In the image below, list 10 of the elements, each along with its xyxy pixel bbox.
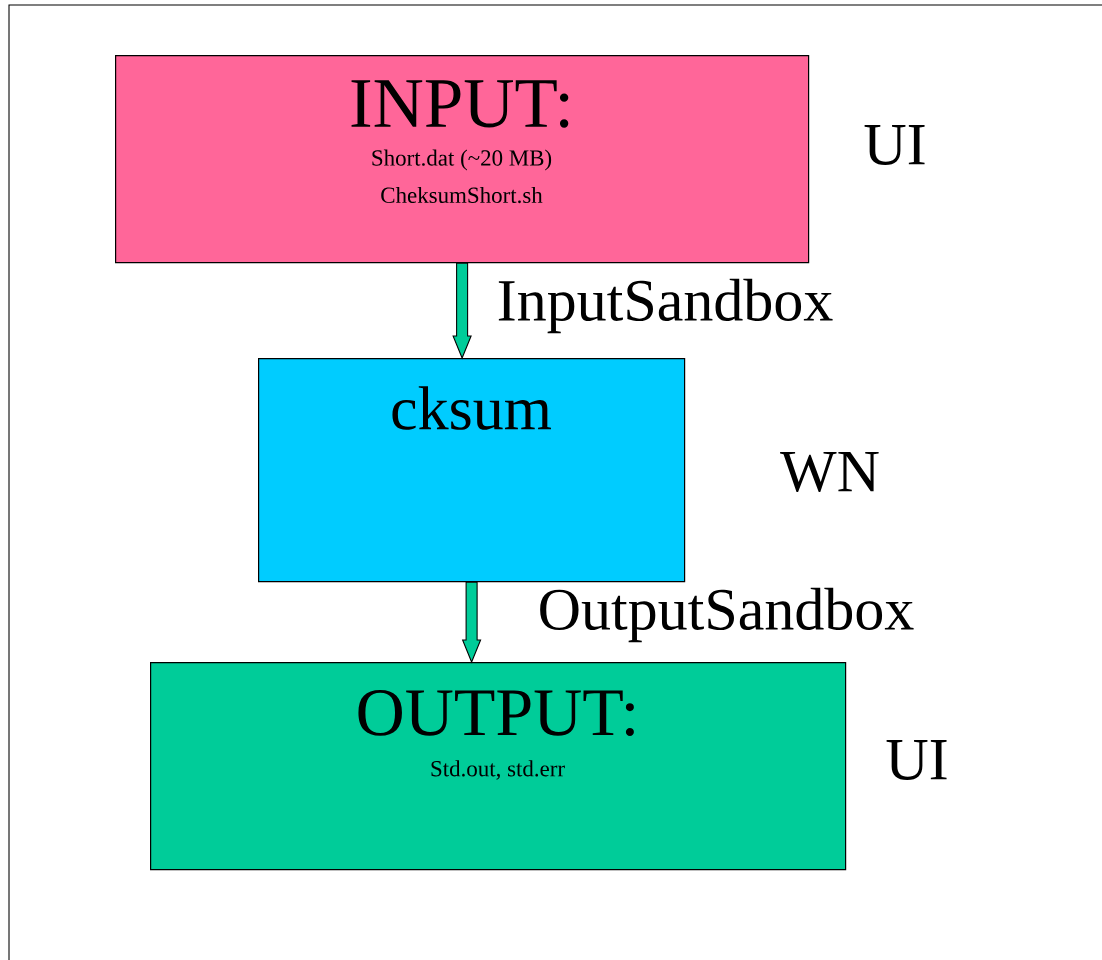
- edge-label: InputSandbox: [495, 277, 835, 335]
- output-box: OUTPUT: Std.out, std.err: [150, 662, 847, 871]
- side-label: UI: [864, 125, 925, 165]
- arrow: [461, 581, 482, 664]
- edge-label: OutputSandbox: [536, 586, 916, 644]
- side-label: WN: [780, 451, 879, 493]
- arrow: [452, 262, 472, 360]
- side-label: UI: [886, 740, 947, 780]
- input-box: INPUT: Short.dat (~20 MB) CheksumShort.sh: [115, 55, 810, 264]
- process-box: cksum: [258, 358, 686, 583]
